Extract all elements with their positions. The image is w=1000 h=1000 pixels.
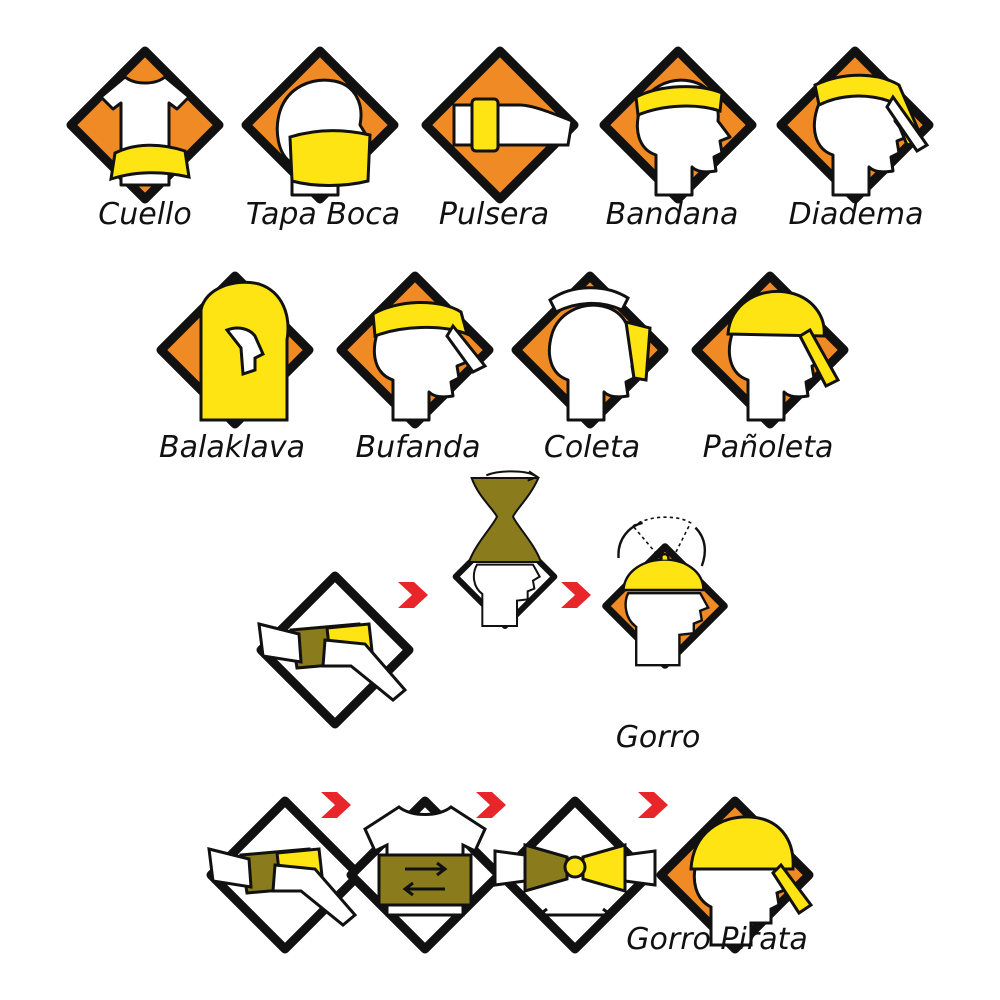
- step-arrow-icon: [315, 790, 355, 820]
- label-diadema: Diadema: [788, 197, 924, 232]
- cuello-pictogram: [66, 46, 224, 204]
- shirt-fold-pictogram: [346, 796, 504, 954]
- bufanda-icon: [335, 270, 495, 430]
- pirata-step-1-icon: [205, 795, 364, 954]
- step-arrow-icon: [392, 580, 432, 610]
- cuello-icon: [65, 45, 225, 205]
- hat-pictogram: [602, 516, 728, 669]
- coleta-pictogram: [511, 271, 669, 429]
- pirata-step-3-icon: [493, 795, 657, 954]
- twist-pictogram: [452, 470, 558, 629]
- label-tapa-boca: Tapa Boca: [245, 197, 401, 232]
- label-gorro: Gorro: [615, 720, 701, 755]
- diadema-icon: [775, 45, 935, 205]
- tapa-boca-icon: [240, 45, 400, 205]
- label-panoleta: Pañoleta: [702, 430, 834, 465]
- chevron-right-icon: [476, 792, 506, 818]
- pulsera-icon: [420, 45, 580, 205]
- gorro-step-2-icon: [425, 470, 558, 700]
- panoleta-pictogram: [691, 271, 849, 429]
- balaklava-pictogram: [156, 271, 314, 429]
- chevron-right-icon: [321, 792, 351, 818]
- step-arrow-icon: [470, 790, 510, 820]
- step-arrow-icon: [555, 580, 595, 610]
- label-gorro-pirata: Gorro Pirata: [626, 922, 808, 957]
- chevron-right-icon: [561, 582, 591, 608]
- label-coleta: Coleta: [543, 430, 641, 465]
- tapaboca-pictogram: [241, 46, 399, 204]
- coleta-icon: [510, 270, 670, 430]
- label-balaklava: Balaklava: [159, 430, 305, 465]
- label-bufanda: Bufanda: [355, 430, 481, 465]
- pirata-step-2-icon: [345, 795, 504, 954]
- diadema-pictogram: [776, 46, 934, 204]
- pirate-head-pictogram: [656, 796, 814, 954]
- bufanda-pictogram: [336, 271, 494, 429]
- bandana-icon: [598, 45, 758, 205]
- label-pulsera: Pulsera: [438, 197, 550, 232]
- hands-fold-pictogram: [256, 571, 414, 729]
- knot-pictogram: [493, 796, 657, 954]
- gorro-step-3-icon: [585, 510, 728, 700]
- pulsera-pictogram: [421, 46, 579, 204]
- pirata-step-4-icon: [655, 795, 814, 954]
- hands-fold-pictogram: [206, 796, 364, 954]
- label-bandana: Bandana: [605, 197, 739, 232]
- chevron-right-icon: [638, 792, 668, 818]
- step-arrow-icon: [632, 790, 672, 820]
- label-cuello: Cuello: [98, 197, 192, 232]
- gorro-step-1-icon: [255, 570, 414, 729]
- panoleta-icon: [690, 270, 850, 430]
- chevron-right-icon: [398, 582, 428, 608]
- bandana-pictogram: [599, 46, 757, 204]
- balaklava-icon: [155, 270, 315, 430]
